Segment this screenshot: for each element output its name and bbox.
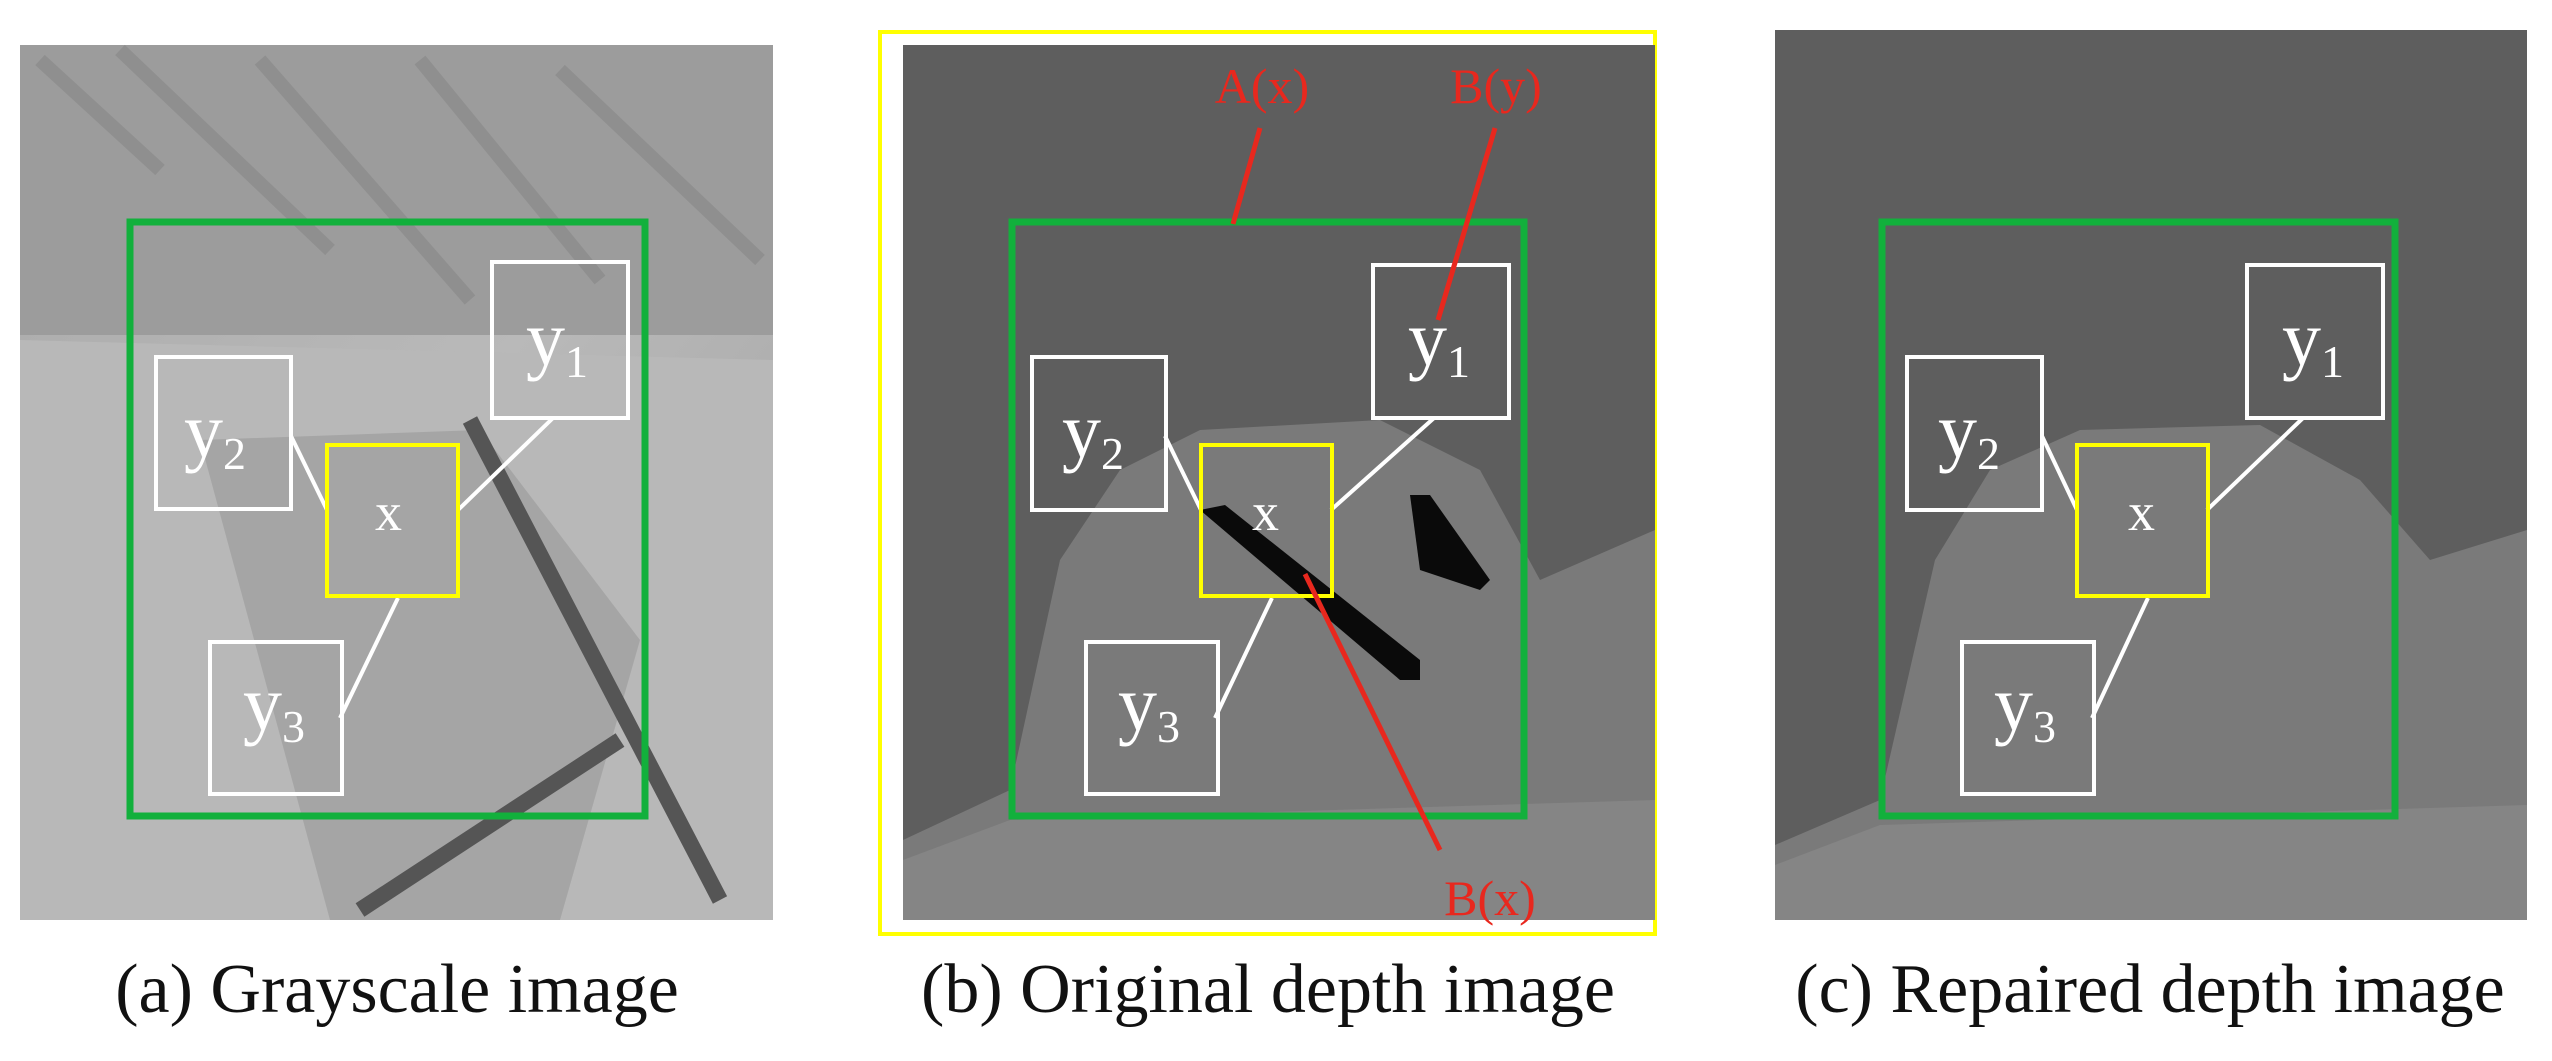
grayscale-dark-lines [355,416,728,917]
label-y3-a: y [243,660,282,747]
label-x-b: x [1252,482,1279,542]
repaired-depth-floor [1775,805,2527,920]
neighbor-box-y2-a [154,355,293,511]
window-green-b [1008,218,1528,820]
connector-lines-b [1163,416,1436,719]
label-y2-b: y [1062,387,1101,474]
neighbor-box-y3-c [1960,640,2096,796]
center-box-x-c [2075,443,2210,598]
repaired-depth-lower-region [1775,425,2527,920]
neighbor-box-y2-b [1030,355,1168,512]
panel-grayscale: y1 y2 y3 x (a) Grayscale image [20,44,773,1028]
label-y2-c: y [1938,387,1977,474]
original-depth-holes [1200,495,1490,680]
window-green-c [1878,218,2399,820]
neighbor-box-y3-a [208,640,344,796]
neighbor-box-y2-c [1905,355,2044,512]
center-box-x-a [325,443,460,598]
svg-text:y2: y2 [184,387,246,479]
label-y2-sub-b: 2 [1101,428,1124,479]
neighbor-box-y1-a [490,260,630,420]
neighbor-box-y3-b [1084,640,1220,796]
caption-b: (b) Original depth image [921,951,1615,1028]
label-y3-sub-a: 3 [282,701,305,752]
svg-text:y1: y1 [526,295,588,387]
panel-original-depth: A(x) B(y) B(x) y1 y2 y3 x (b) Original d… [878,30,1657,1028]
svg-text:y3: y3 [1118,660,1180,752]
svg-text:y1: y1 [1408,295,1470,387]
connector-lines-a [289,416,555,719]
caption-c: (c) Repaired depth image [1795,951,2504,1028]
center-box-x-b [1199,443,1334,598]
label-y2-sub-a: 2 [223,428,246,479]
label-y3-sub-b: 3 [1157,701,1180,752]
label-y2-a: y [184,387,223,474]
label-y1-sub-a: 1 [565,336,588,387]
label-y1-c: y [2282,295,2321,382]
label-y1-a: y [526,295,565,382]
hole-2 [1410,495,1490,590]
caption-a: (a) Grayscale image [115,951,679,1028]
annotation-ax: A(x) [1215,58,1309,114]
annotation-lines-b [1230,127,1498,852]
label-y3-b: y [1118,660,1157,747]
hole-1 [1200,505,1420,680]
annotation-bx: B(x) [1444,870,1536,926]
label-x-a: x [375,482,402,542]
annotation-by: B(y) [1450,58,1542,114]
label-y2-sub-c: 2 [1977,428,2000,479]
panel-repaired-depth: y1 y2 y3 x (c) Repaired depth image [1775,30,2527,1028]
neighbor-box-y1-c [2245,263,2385,420]
svg-text:y1: y1 [2282,295,2344,387]
label-y1-b: y [1408,295,1447,382]
label-x-c: x [2128,482,2155,542]
svg-text:y2: y2 [1938,387,2000,479]
connector-lines-c [2040,416,2305,719]
neighbor-box-y1-b [1371,263,1511,420]
window-green-a [126,218,649,820]
svg-text:y3: y3 [1994,660,2056,752]
label-y3-sub-c: 3 [2033,701,2056,752]
grayscale-diagonal-texture [35,44,765,305]
original-depth-floor [903,800,1655,920]
label-y1-sub-c: 1 [2321,336,2344,387]
label-y3-c: y [1994,660,2033,747]
svg-text:y3: y3 [243,660,305,752]
svg-text:y2: y2 [1062,387,1124,479]
label-y1-sub-b: 1 [1447,336,1470,387]
